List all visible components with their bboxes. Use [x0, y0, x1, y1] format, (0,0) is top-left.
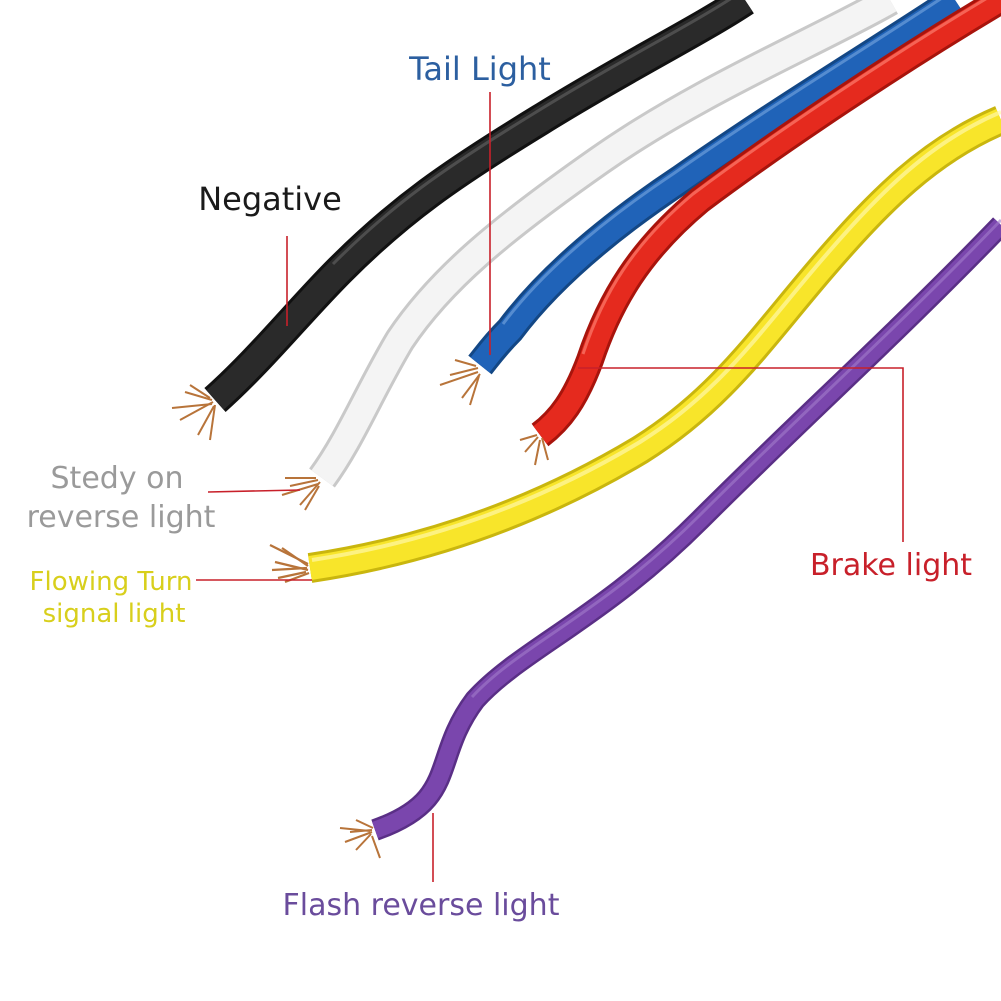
yellow-wire-copper-tip	[269, 544, 310, 584]
label-flowing-line1: Flowing Turn	[30, 567, 193, 597]
steady-leader	[207, 489, 301, 493]
label-negative: Negative	[198, 180, 342, 218]
label-steady-line1: Stedy on	[51, 461, 184, 496]
purple-wire	[371, 217, 1001, 841]
blue-wire-copper-tip	[439, 359, 481, 406]
white-wire	[309, 0, 898, 488]
label-tail-light: Tail Light	[408, 50, 551, 88]
black-wire	[204, 0, 754, 412]
red-wire	[531, 0, 1001, 447]
label-brake-light: Brake light	[810, 548, 972, 583]
label-flash-reverse: Flash reverse light	[283, 888, 560, 923]
white-wire-copper-tip	[281, 477, 321, 511]
label-steady-line2: reverse light	[27, 500, 216, 535]
brake-leader	[578, 367, 904, 542]
label-flowing-line2: signal light	[43, 599, 186, 629]
black-wire-copper-tip	[171, 384, 216, 441]
purple-wire-copper-tip	[339, 819, 381, 859]
yellow-wire	[307, 106, 1001, 583]
leader-lines	[196, 92, 904, 882]
red-wire-copper-tip	[519, 434, 549, 466]
blue-wire	[468, 0, 964, 375]
